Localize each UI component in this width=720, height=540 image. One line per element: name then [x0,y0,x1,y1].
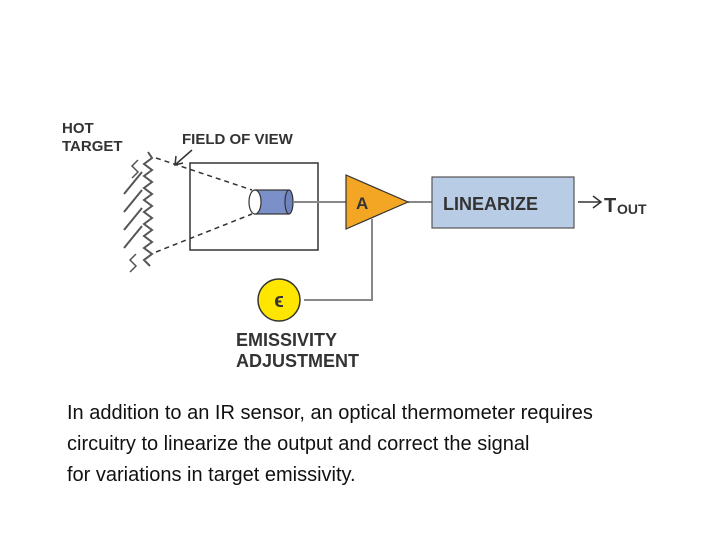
hot-target-label-line2: TARGET [62,138,123,155]
ir-sensor-back [284,189,294,215]
amplifier [345,174,410,230]
linearize-block [431,176,575,229]
caption-line-2: circuitry to linearize the output and co… [67,433,530,455]
thermometer-diagram: HOT TARGET FIELD OF VIEW A LINEARIZE T O… [62,120,647,371]
linearize-label: LINEARIZE [443,194,538,214]
hot-target-surface [142,151,154,267]
emissivity-knob [257,278,301,322]
emissivity-wire [304,219,373,301]
ir-sensor [248,189,294,215]
t-out-label: T [604,195,616,217]
field-of-view-label: FIELD OF VIEW [182,131,294,148]
hot-target-label-line1: HOT [62,120,94,137]
t-out-subscript: OUT [617,201,647,217]
hatch-line [123,189,143,213]
emissivity-symbol: ϵ [274,290,284,312]
caption: In addition to an IR sensor, an optical … [67,398,712,491]
hatch-line [123,171,143,195]
caption-line-1: In addition to an IR sensor, an optical … [67,402,593,424]
hatch-line [123,225,143,249]
fov-cone-upper [155,157,253,191]
hot-target-surface-ticks [130,159,140,179]
amplifier-label: A [356,194,368,213]
field-of-view-arrow [175,149,193,165]
caption-line-3: for variations in target emissivity. [67,464,356,486]
ir-sensor-lens [248,189,262,215]
output-arrowhead [592,195,603,209]
hatch-line [123,207,143,231]
emissivity-label-line1: EMISSIVITY [236,330,337,350]
emissivity-label-line2: ADJUSTMENT [236,351,359,371]
hot-target [123,151,154,273]
hot-target-bottom-ticks [128,253,138,273]
